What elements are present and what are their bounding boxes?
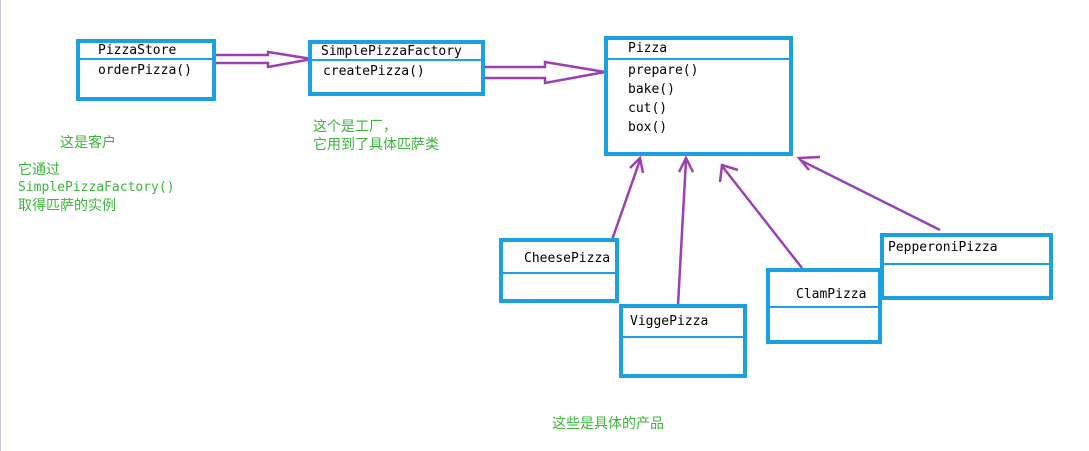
- note-products: 这些是具体的产品: [552, 415, 664, 433]
- arrow-store-to-factory: [216, 50, 313, 69]
- note-line: 取得匹萨的实例: [18, 198, 116, 214]
- note-client-text: 这是客户: [60, 135, 116, 151]
- arrow-pepperoni-head: [796, 155, 821, 171]
- class-name: ClamPizza: [770, 286, 878, 308]
- operation: orderPizza(): [98, 63, 192, 78]
- arrow-cheese-to-pizza: [610, 159, 642, 241]
- canvas-left-border: [0, 0, 1, 451]
- operation: createPizza(): [323, 64, 425, 79]
- operation: prepare(): [628, 63, 699, 78]
- arrow-vigge-head: [677, 155, 695, 173]
- note-line: 这个是工厂，: [313, 119, 397, 135]
- class-name: PepperoniPizza: [884, 239, 1049, 265]
- class-box-pizzastore: PizzaStore orderPizza(): [76, 39, 216, 101]
- note-client-detail: 它通过 SimplePizzaFactory() 取得匹萨的实例: [18, 161, 175, 215]
- arrow-pepperoni-to-pizza: [799, 158, 941, 232]
- arrow-vigge-to-pizza: [676, 159, 688, 306]
- class-operations: prepare() bake() cut() box(): [608, 61, 789, 137]
- arrow-clam-to-pizza: [721, 165, 803, 269]
- note-products-text: 这些是具体的产品: [552, 416, 664, 432]
- class-name: Pizza: [608, 40, 789, 60]
- arrow-factory-to-pizza: [484, 60, 606, 85]
- operation: box(): [628, 120, 668, 135]
- class-box-pizza: Pizza prepare() bake() cut() box(): [604, 36, 793, 156]
- note-client: 这是客户: [60, 134, 116, 152]
- class-name: PizzaStore: [80, 43, 212, 60]
- operation: bake(): [628, 82, 675, 97]
- arrow-cheese-head: [629, 155, 645, 174]
- class-box-simplepizzafactory: SimplePizzaFactory createPizza(): [308, 40, 485, 96]
- arrow-clam-head: [718, 163, 739, 183]
- class-box-clampizza: ClamPizza: [766, 268, 882, 344]
- class-name: CheesePizza: [503, 250, 615, 274]
- class-operations: orderPizza(): [80, 61, 212, 80]
- class-box-viggepizza: ViggePizza: [619, 304, 747, 378]
- note-line: 它用到了具体匹萨类: [313, 137, 439, 153]
- note-factory: 这个是工厂， 它用到了具体匹萨类: [313, 118, 439, 154]
- class-operations: createPizza(): [312, 62, 481, 81]
- class-name: ViggePizza: [623, 313, 743, 338]
- class-box-pepperonipizza: PepperoniPizza: [880, 233, 1053, 300]
- class-name: SimplePizzaFactory: [312, 44, 481, 61]
- operation: cut(): [628, 101, 668, 116]
- class-box-cheesepizza: CheesePizza: [499, 238, 619, 303]
- note-line: 它通过: [18, 162, 60, 178]
- note-line: SimplePizzaFactory(): [18, 180, 175, 195]
